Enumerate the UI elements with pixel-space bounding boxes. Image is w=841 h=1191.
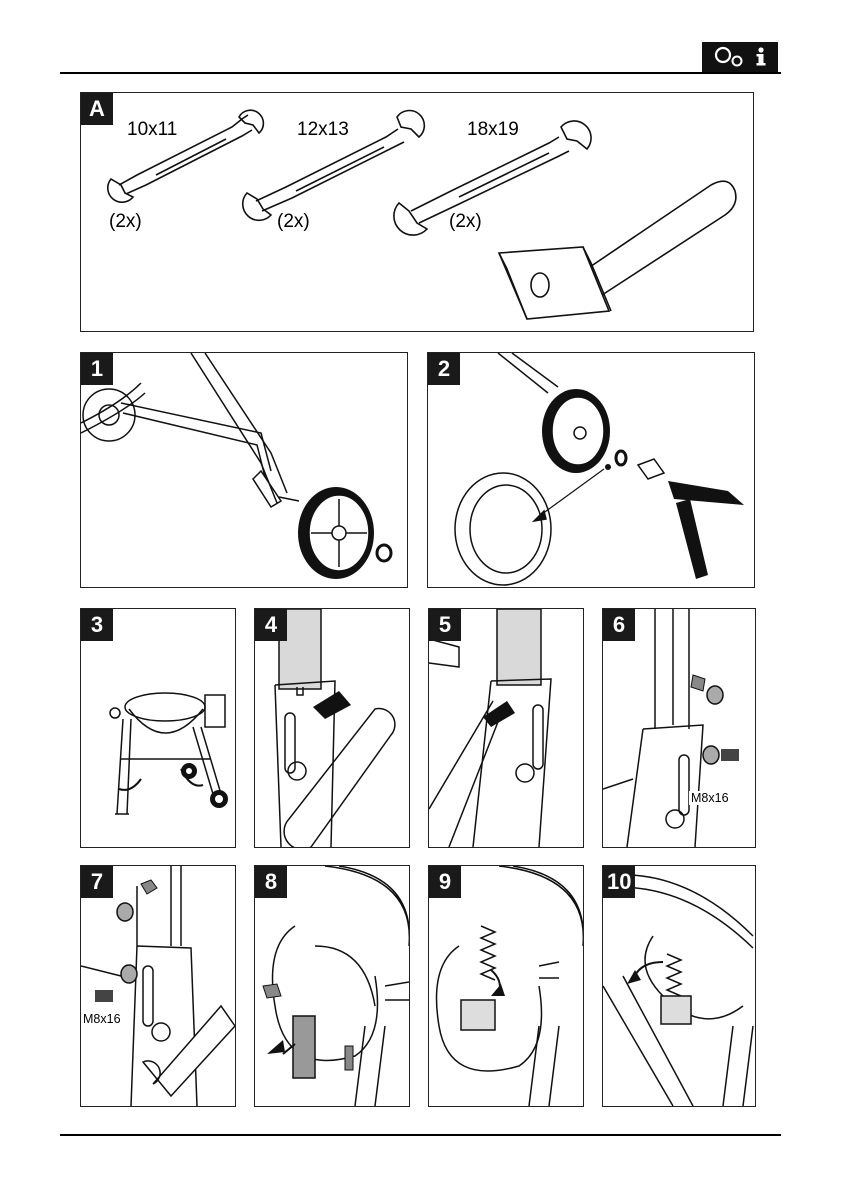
leg-insert-illustration	[429, 609, 583, 847]
wrench-size-label: 18x19	[467, 119, 519, 141]
panel-number: 8	[255, 866, 287, 898]
wrench-qty-label: (2x)	[277, 211, 310, 233]
panel-number: 2	[428, 353, 460, 385]
bolt-assembly-illustration	[81, 866, 235, 1106]
spring-lock-illustration	[603, 866, 755, 1106]
wrench-size-label: 12x13	[297, 119, 349, 141]
panel-step-10: 10	[602, 865, 756, 1107]
leg-tube-icon	[143, 1006, 235, 1096]
panel-number: 1	[81, 353, 113, 385]
bracket-icon	[293, 1016, 315, 1078]
panel-step-4: 4	[254, 608, 410, 848]
panel-number: 5	[429, 609, 461, 641]
wheel-icon	[298, 487, 374, 579]
mixer-overview-illustration	[81, 609, 235, 847]
bolt-assembly-illustration	[603, 609, 755, 847]
panel-number: 10	[603, 866, 635, 898]
gears-icon	[712, 46, 746, 68]
panel-step-3: 3	[80, 608, 236, 848]
spring-icon	[667, 954, 681, 996]
panel-number: 6	[603, 609, 635, 641]
spring-lock-illustration	[429, 866, 583, 1106]
leg-insert-illustration	[255, 609, 409, 847]
wrench-size-label: 10x11	[127, 119, 177, 141]
header-rule	[60, 72, 781, 74]
tools-illustration	[81, 93, 753, 331]
hub-cap-illustration	[428, 353, 754, 587]
panel-step-7: 7 M8x16	[80, 865, 236, 1107]
panel-number: 3	[81, 609, 113, 641]
panel-number: A	[81, 93, 113, 125]
panel-number: 4	[255, 609, 287, 641]
panel-number: 9	[429, 866, 461, 898]
bolt-size-label: M8x16	[81, 1012, 123, 1026]
panel-step-6: 6 M8x16	[602, 608, 756, 848]
bolt-size-label: M8x16	[689, 791, 731, 805]
hammer-icon	[499, 181, 736, 319]
panel-tools: A	[80, 92, 754, 332]
panel-number: 7	[81, 866, 113, 898]
hammer-icon	[668, 481, 744, 579]
panel-step-2: 2	[427, 352, 755, 588]
wrench-qty-label: (2x)	[109, 211, 142, 233]
info-icon	[754, 46, 768, 68]
wrench-qty-label: (2x)	[449, 211, 482, 233]
drum-lock-illustration	[255, 866, 409, 1106]
panel-step-1: 1	[80, 352, 408, 588]
panel-step-5: 5	[428, 608, 584, 848]
wheel-mount-illustration	[81, 353, 407, 587]
header-badge	[702, 42, 778, 72]
footer-rule	[60, 1134, 781, 1136]
wheel-icon	[542, 389, 610, 473]
panel-step-9: 9	[428, 865, 584, 1107]
panel-step-8: 8	[254, 865, 410, 1107]
washer-icon	[377, 545, 391, 561]
